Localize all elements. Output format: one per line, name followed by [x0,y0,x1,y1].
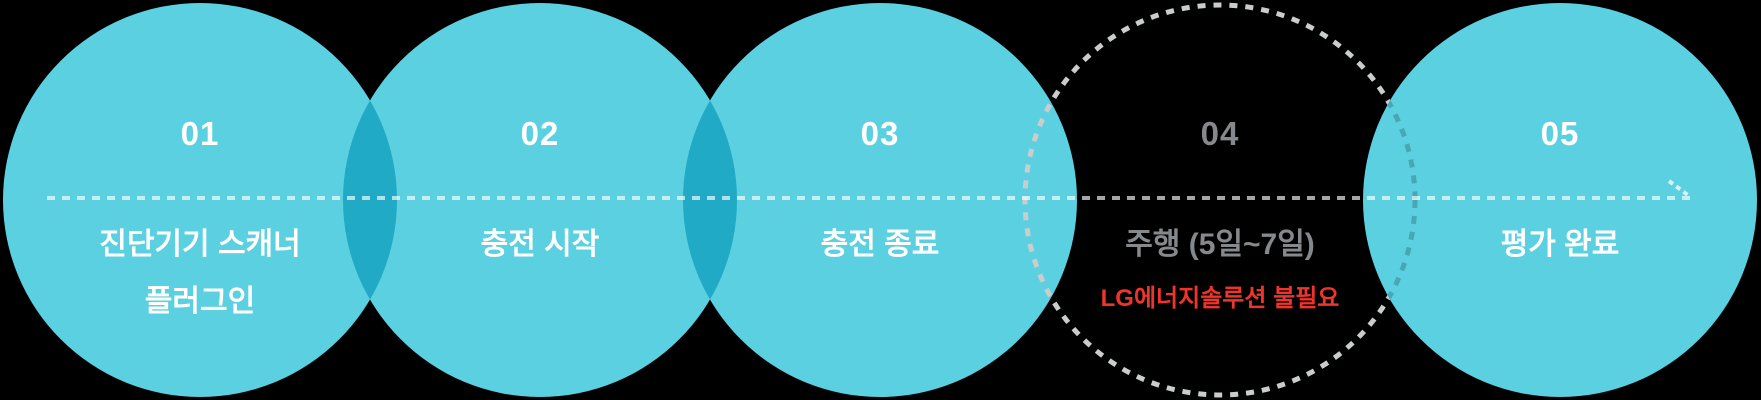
step-5-circle [1363,3,1757,397]
flow-arrowhead-icon [1667,179,1691,198]
step-2-circle [343,3,737,397]
step-3-circle [683,3,1077,397]
